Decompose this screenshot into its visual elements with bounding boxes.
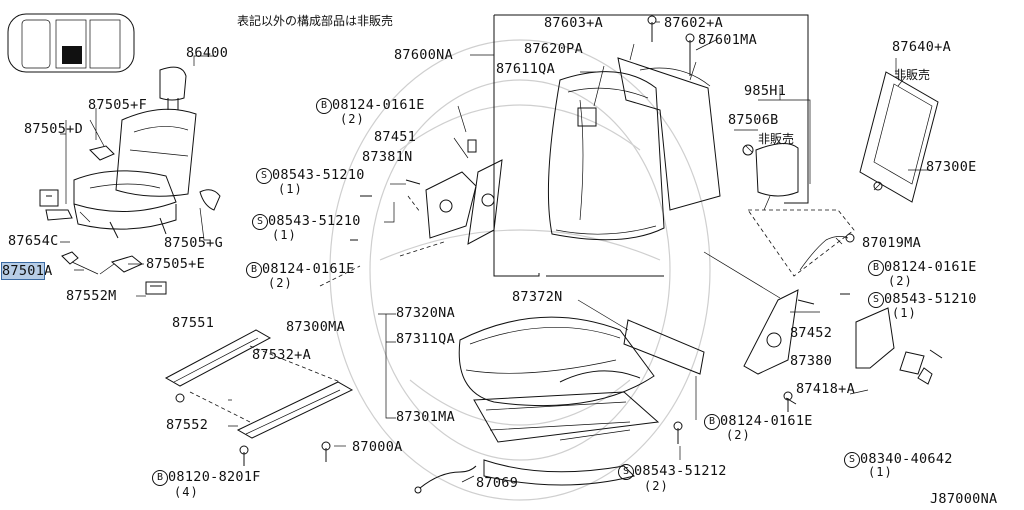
bolt-symbol: B	[246, 262, 262, 278]
part-label-87551[interactable]: 87551	[172, 315, 215, 331]
part-label-87372N[interactable]: 87372N	[512, 289, 563, 305]
part-label-87301MA[interactable]: 87301MA	[396, 409, 455, 425]
part-label-screw-5[interactable]: 08543-51212	[634, 463, 727, 479]
part-label-87320NA[interactable]: 87320NA	[396, 305, 455, 321]
part-label-87451[interactable]: 87451	[374, 129, 417, 145]
seatback-box	[470, 14, 809, 277]
part-label-87611QA[interactable]: 87611QA	[496, 61, 555, 77]
part-label-87602A[interactable]: 87602+A	[664, 15, 723, 31]
part-label-screw-4[interactable]: 08340-40642	[860, 451, 953, 467]
screw-symbol: S	[252, 214, 268, 230]
seat-cushion	[458, 316, 705, 486]
part-label-87601MA[interactable]: 87601MA	[698, 32, 757, 48]
qty-screw-4: (1)	[868, 465, 893, 479]
recliner-left	[319, 139, 503, 287]
part-label-screw-3[interactable]: 08543-51210	[884, 291, 977, 307]
part-label-screw-2[interactable]: 08543-51210	[268, 213, 361, 229]
screw-symbol: S	[844, 452, 860, 468]
qty-bolt-3: (2)	[888, 274, 913, 288]
qty-bolt-4: (2)	[726, 428, 751, 442]
part-label-87600NA[interactable]: 87600NA	[394, 47, 453, 63]
seatback-board	[859, 71, 939, 203]
screw-symbol: S	[868, 292, 884, 308]
part-label-87000A[interactable]: 87000A	[352, 439, 403, 455]
side-airbag-module	[734, 88, 811, 211]
part-label-87552[interactable]: 87552	[166, 417, 209, 433]
part-label-86400[interactable]: 86400	[186, 45, 229, 61]
part-label-87505E[interactable]: 87505+E	[146, 256, 205, 272]
part-label-87069[interactable]: 87069	[476, 475, 519, 491]
small-brackets	[39, 120, 221, 295]
floor-wire	[414, 465, 477, 494]
part-label-bolt-3[interactable]: 08124-0161E	[884, 259, 977, 275]
part-label-screw-1[interactable]: 08543-51210	[272, 167, 365, 183]
part-label-87452[interactable]: 87452	[790, 325, 833, 341]
part-label-87532A[interactable]: 87532+A	[252, 347, 311, 363]
fastener-bolts	[673, 293, 850, 444]
seatback-frame	[617, 15, 721, 211]
part-label-87620PA[interactable]: 87620PA	[524, 41, 583, 57]
qty-bolt-5: (4)	[174, 485, 199, 499]
part-label-87381N[interactable]: 87381N	[362, 149, 413, 165]
not-sold-tag-b: 非販売	[894, 68, 931, 82]
qty-screw-3: (1)	[892, 306, 917, 320]
part-label-87552M[interactable]: 87552M	[66, 288, 117, 304]
qty-bolt-2: (2)	[268, 276, 293, 290]
bolt-symbol: B	[704, 414, 720, 430]
leader-lines	[60, 21, 930, 483]
highlighted-part-number: 87501	[0, 262, 46, 280]
part-label-bolt-5[interactable]: 08120-8201F	[168, 469, 261, 485]
seat-slide-rails	[164, 329, 354, 466]
screw-symbol: S	[256, 168, 272, 184]
part-label-87380[interactable]: 87380	[790, 353, 833, 369]
seatback-cushion	[547, 71, 665, 241]
not-sold-tag-a: 非販売	[758, 132, 795, 146]
part-label-87505F[interactable]: 87505+F	[88, 97, 147, 113]
part-label-87501A[interactable]: 87501A	[0, 262, 53, 280]
not-sold-note: 表記以外の構成部品は非販売	[237, 14, 394, 28]
part-label-87505D[interactable]: 87505+D	[24, 121, 83, 137]
qty-screw-1: (1)	[278, 182, 303, 196]
diagram-code: J87000NA	[930, 491, 998, 507]
seat-assembly-drawing	[73, 66, 197, 239]
screw-symbol: S	[618, 464, 634, 480]
part-label-87506B[interactable]: 87506B	[728, 112, 779, 128]
part-label-bolt-4[interactable]: 08124-0161E	[720, 413, 813, 429]
bolt-symbol: B	[868, 260, 884, 276]
wire-harness	[747, 209, 855, 277]
part-label-87300MA[interactable]: 87300MA	[286, 319, 345, 335]
watermark-logo	[329, 39, 711, 501]
part-label-985H1[interactable]: 985H1	[744, 83, 787, 99]
bolt-symbol: B	[316, 98, 332, 114]
part-label-87418A[interactable]: 87418+A	[796, 381, 855, 397]
qty-bolt-1: (2)	[340, 112, 365, 126]
vehicle-position-icon	[7, 13, 135, 73]
part-suffix: A	[44, 263, 53, 279]
bolt-symbol: B	[152, 470, 168, 486]
recliner-right	[703, 251, 943, 405]
part-label-87505G[interactable]: 87505+G	[164, 235, 223, 251]
part-label-87603A[interactable]: 87603+A	[544, 15, 603, 31]
qty-screw-2: (1)	[272, 228, 297, 242]
part-label-87300E[interactable]: 87300E	[926, 159, 977, 175]
part-label-bolt-1[interactable]: 08124-0161E	[332, 97, 425, 113]
part-label-87640A[interactable]: 87640+A	[892, 39, 951, 55]
part-label-bolt-2[interactable]: 08124-0161E	[262, 261, 355, 277]
part-label-87654C[interactable]: 87654C	[8, 233, 59, 249]
part-label-87311QA[interactable]: 87311QA	[396, 331, 455, 347]
part-label-87019MA[interactable]: 87019MA	[862, 235, 921, 251]
qty-screw-5: (2)	[644, 479, 669, 493]
